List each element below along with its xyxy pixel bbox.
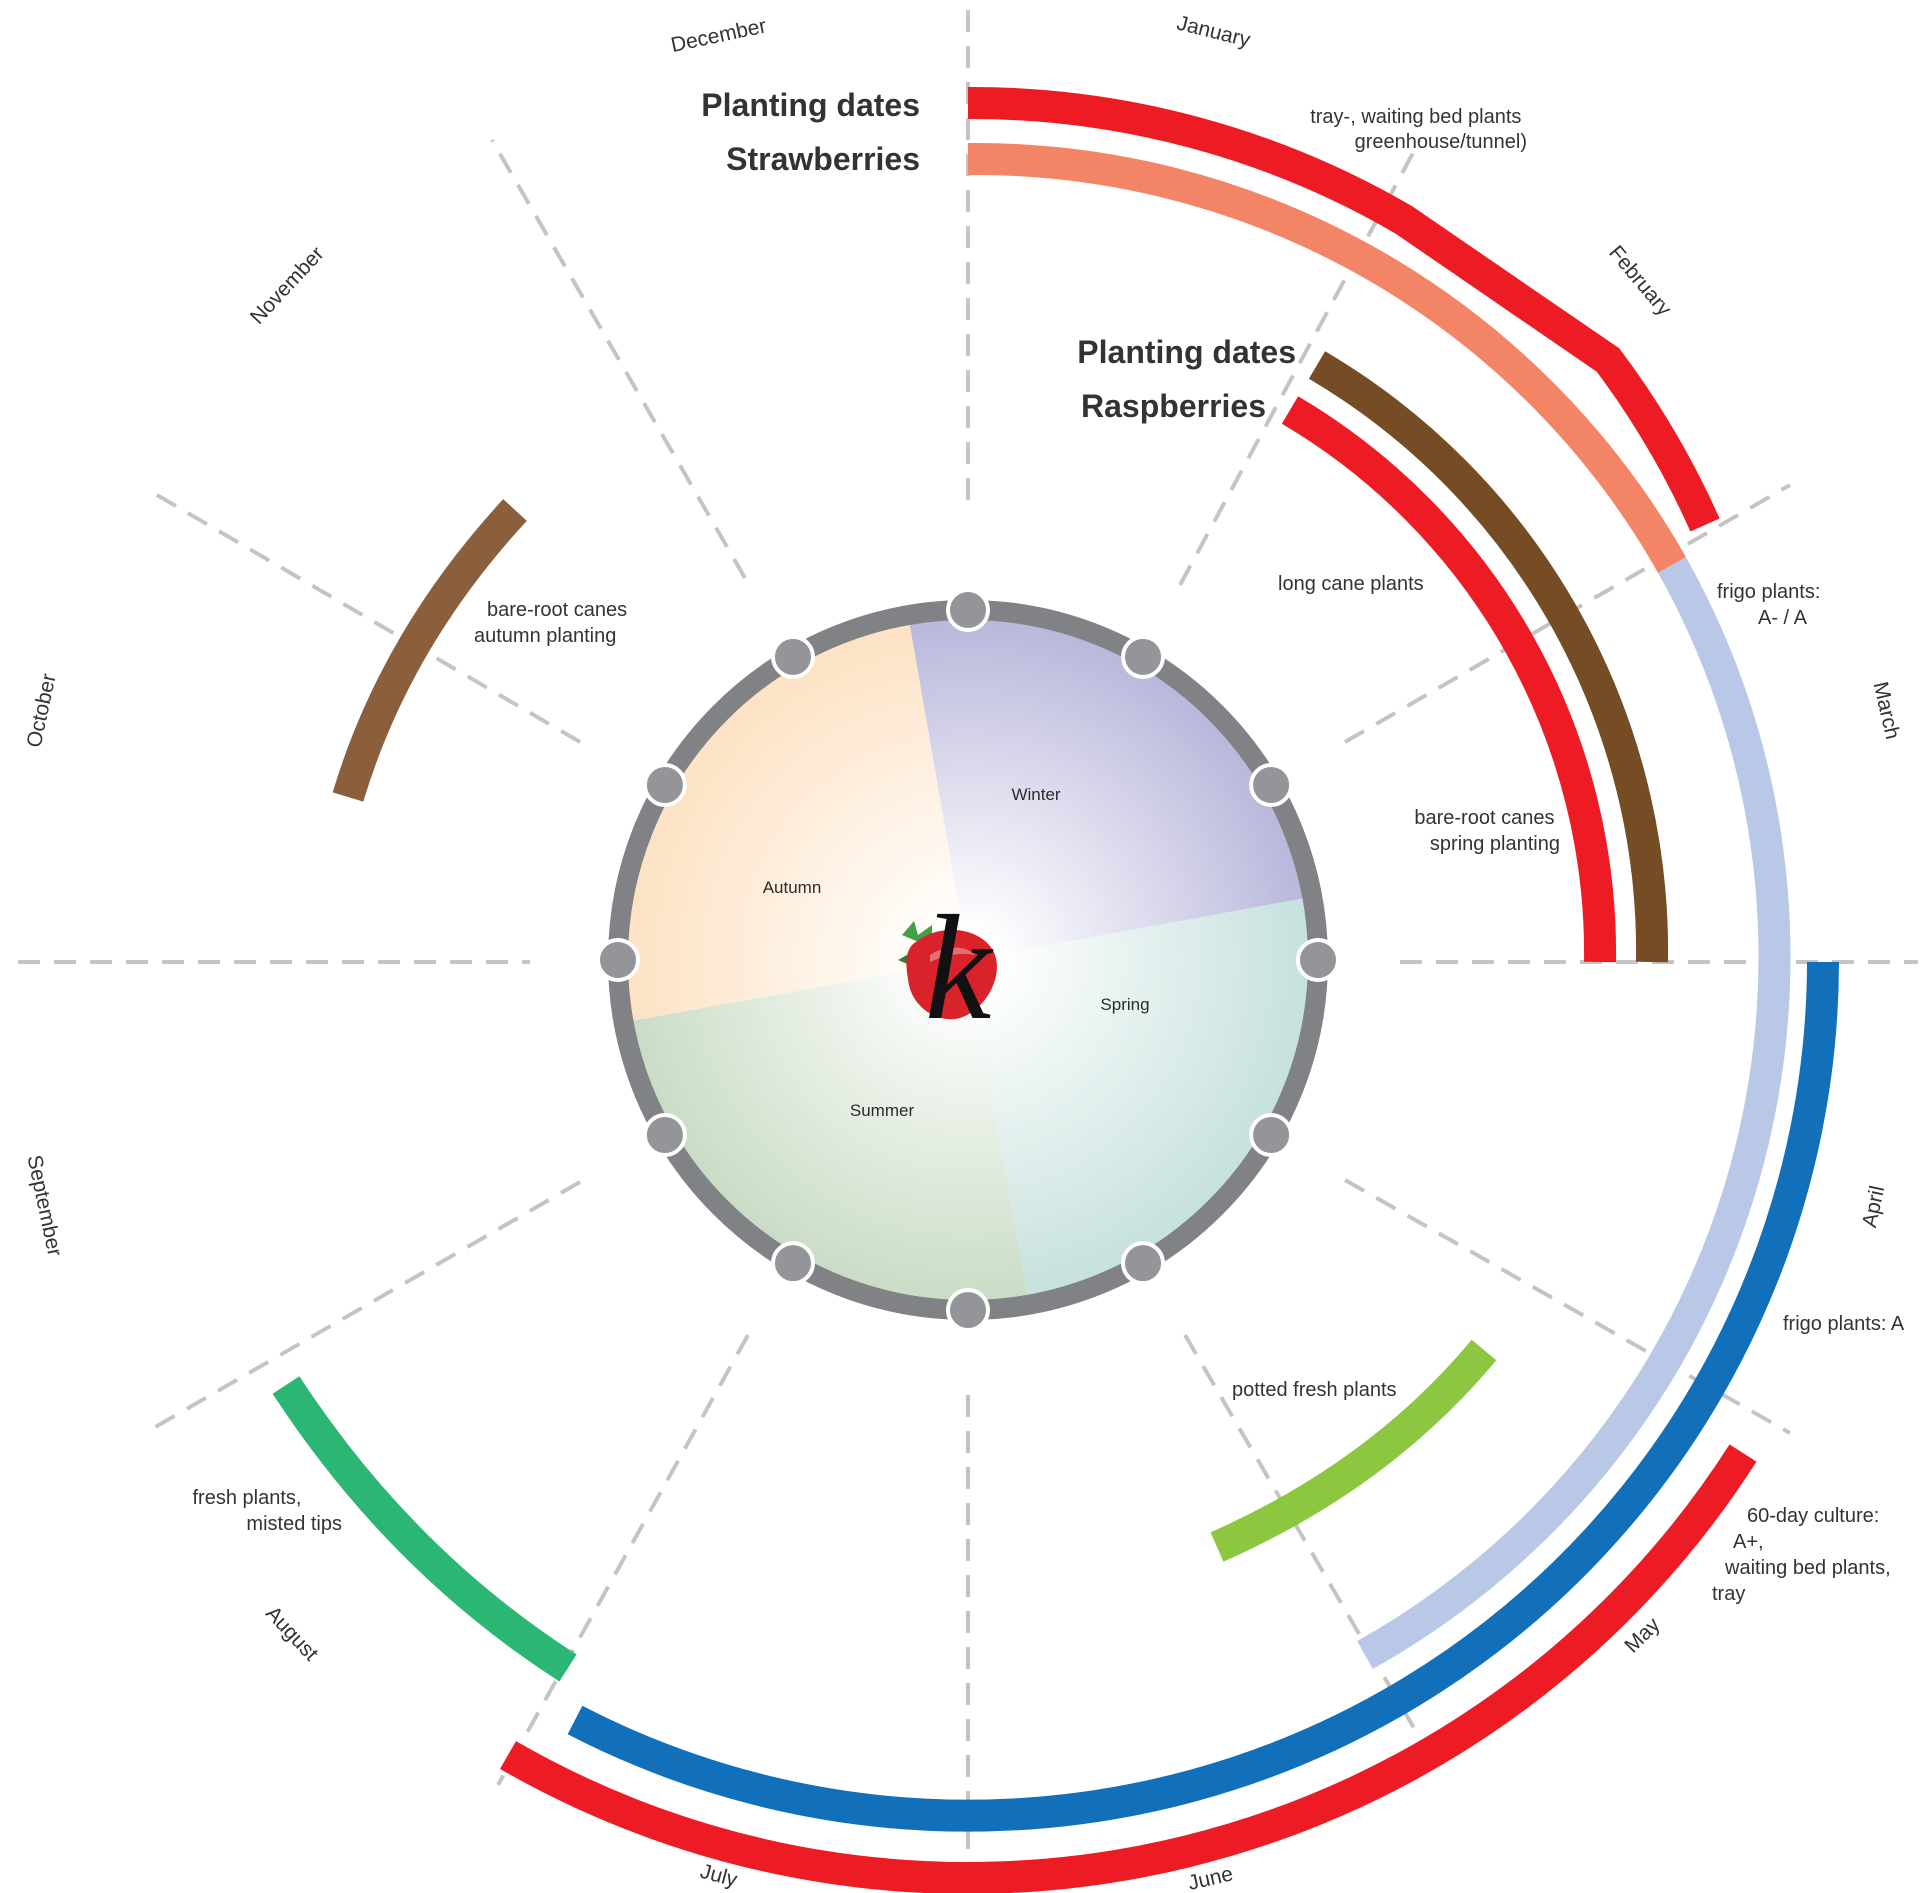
guide-line-january-february xyxy=(1178,139,1422,586)
note-60-day-culture-line-1: 60-day culture: xyxy=(1747,1505,1879,1527)
month-label-september: September xyxy=(22,1153,66,1258)
month-label-october: October xyxy=(23,672,61,750)
season-label-autumn: Autumn xyxy=(763,878,822,897)
note-bare-root-spring-line-1: bare-root canes xyxy=(1414,807,1554,829)
month-markers xyxy=(596,588,1340,1332)
strawberry-heading-line-1: Planting dates xyxy=(701,87,920,123)
planting-bands xyxy=(272,86,1839,1893)
month-label-march: March xyxy=(1869,680,1905,742)
raspberry-long-cane-band xyxy=(1281,396,1617,963)
note-bare-root-autumn-line-2: autumn planting xyxy=(474,625,616,647)
guide-line-april-may xyxy=(1344,1178,1791,1435)
note-frigo-a-line-1: frigo plants: A xyxy=(1783,1313,1905,1335)
raspberry-heading-line-2: Raspberries xyxy=(1081,388,1266,424)
logo-letter: k xyxy=(925,885,994,1051)
month-marker-march xyxy=(1249,763,1294,807)
month-label-july: July xyxy=(698,1860,741,1892)
month-label-january: January xyxy=(1175,11,1254,52)
month-label-february: February xyxy=(1604,241,1676,321)
band-annotations: tray-, waiting bed plants greenhouse/tun… xyxy=(192,106,1904,1605)
strawberry-tray-waiting-bed-band xyxy=(967,86,1720,532)
season-label-spring: Spring xyxy=(1100,995,1149,1014)
note-60-day-culture-line-2: A+, xyxy=(1733,1531,1764,1553)
note-frigo-a-minus-a: frigo plants: A- / A xyxy=(1717,581,1826,629)
raspberry-bare-root-spring-band xyxy=(1308,351,1669,963)
note-60-day-culture-line-3: waiting bed plants, xyxy=(1724,1557,1891,1579)
note-tray-waiting-bed-line-1: tray-, waiting bed plants xyxy=(1310,106,1521,128)
strawberry-frigo-a-band xyxy=(567,961,1839,1832)
note-bare-root-autumn: bare-root canes autumn planting xyxy=(474,599,633,647)
raspberry-bare-root-autumn-band xyxy=(332,499,527,802)
guide-line-november-december xyxy=(490,138,747,580)
note-long-cane-plants: long cane plants xyxy=(1278,573,1424,595)
strawberry-greenhouse-tunnel-band xyxy=(967,142,1686,573)
strawberry-fresh-plants-misted-tips-band xyxy=(272,1376,577,1682)
strawberry-icon xyxy=(898,921,997,1020)
strawberry-heading: Planting dates Strawberries xyxy=(701,87,920,177)
note-60-day-culture-line-4: tray xyxy=(1712,1583,1745,1605)
note-tray-waiting-bed: tray-, waiting bed plants greenhouse/tun… xyxy=(1310,106,1527,153)
winter-sector xyxy=(908,610,1311,960)
note-bare-root-autumn-line-1: bare-root canes xyxy=(487,599,627,621)
month-marker-september xyxy=(642,1113,687,1157)
month-marker-october xyxy=(596,938,640,982)
raspberry-heading-line-1: Planting dates xyxy=(1077,334,1296,370)
month-marker-april xyxy=(1296,938,1340,982)
strawberry-frigo-a-minus-a-band xyxy=(1357,557,1791,1669)
autumn-sector xyxy=(619,615,968,1022)
note-frigo-a-minus-a-line-1: frigo plants: xyxy=(1717,581,1820,603)
month-marker-june xyxy=(1121,1241,1165,1286)
note-bare-root-spring: bare-root canes spring planting xyxy=(1414,807,1560,855)
strawberry-heading-line-2: Strawberries xyxy=(726,141,920,177)
month-label-august: August xyxy=(261,1602,323,1666)
season-label-winter: Winter xyxy=(1011,785,1060,804)
note-fresh-plants-misted-tips-line-2: misted tips xyxy=(246,1513,342,1535)
guide-line-july-august xyxy=(496,1334,750,1786)
note-tray-waiting-bed-line-2: greenhouse/tunnel) xyxy=(1355,131,1527,153)
month-label-november: November xyxy=(246,242,329,329)
note-potted-fresh-plants-line-1: potted fresh plants xyxy=(1232,1379,1397,1401)
note-60-day-culture: 60-day culture: A+, waiting bed plants, … xyxy=(1712,1505,1896,1605)
month-label-april: April xyxy=(1858,1184,1889,1230)
guide-line-october-november xyxy=(143,486,582,744)
raspberry-heading: Planting dates Raspberries xyxy=(1077,334,1296,424)
strawberry-60-day-culture-band xyxy=(500,1444,1757,1893)
guide-line-august-september xyxy=(144,1180,581,1435)
month-label-december: December xyxy=(669,14,769,57)
strawberry-potted-fresh-plants-band xyxy=(1210,1339,1497,1562)
season-wheel: Winter Spring Summer Autumn xyxy=(596,588,1340,1332)
note-fresh-plants-misted-tips: fresh plants, misted tips xyxy=(192,1487,342,1535)
month-marker-february xyxy=(1121,634,1165,679)
month-marker-august xyxy=(771,1241,815,1286)
note-fresh-plants-misted-tips-line-1: fresh plants, xyxy=(192,1487,301,1509)
logo: k xyxy=(898,885,997,1051)
note-bare-root-spring-line-2: spring planting xyxy=(1430,833,1560,855)
month-marker-july xyxy=(946,1288,990,1332)
note-long-cane-plants-line-1: long cane plants xyxy=(1278,573,1424,595)
month-marker-may xyxy=(1249,1113,1294,1157)
month-marker-december xyxy=(771,634,815,679)
month-marker-november xyxy=(642,763,687,807)
summer-sector xyxy=(625,960,1029,1311)
month-marker-january xyxy=(946,588,990,632)
guide-line-may-june xyxy=(1183,1333,1420,1737)
month-label-june: June xyxy=(1186,1862,1236,1893)
spring-sector xyxy=(968,897,1317,1305)
season-label-summer: Summer xyxy=(850,1101,915,1120)
note-frigo-a: frigo plants: A xyxy=(1783,1313,1905,1335)
note-potted-fresh-plants: potted fresh plants xyxy=(1232,1379,1397,1401)
note-frigo-a-minus-a-line-2: A- / A xyxy=(1758,607,1808,629)
